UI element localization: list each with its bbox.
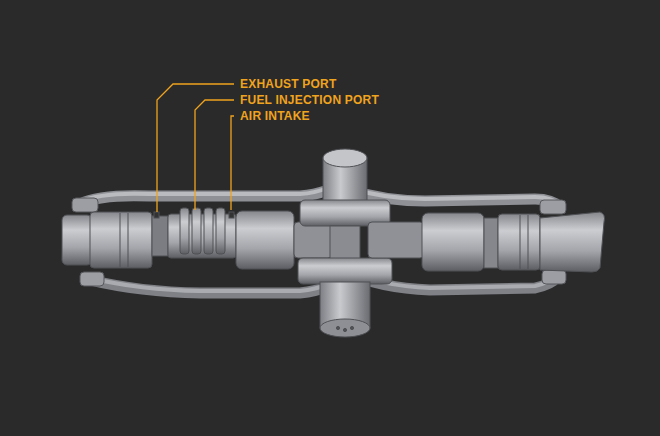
part-label: EXHAUST PORT xyxy=(240,77,336,91)
part-label: FUEL INJECTION PORT xyxy=(240,93,379,107)
right-cylinder xyxy=(368,212,605,272)
rod-clevises xyxy=(72,198,566,286)
left-cylinder xyxy=(62,208,332,269)
part-label: AIR INTAKE xyxy=(240,109,310,123)
connecting-rods xyxy=(80,176,560,293)
leader-lines xyxy=(157,84,234,212)
